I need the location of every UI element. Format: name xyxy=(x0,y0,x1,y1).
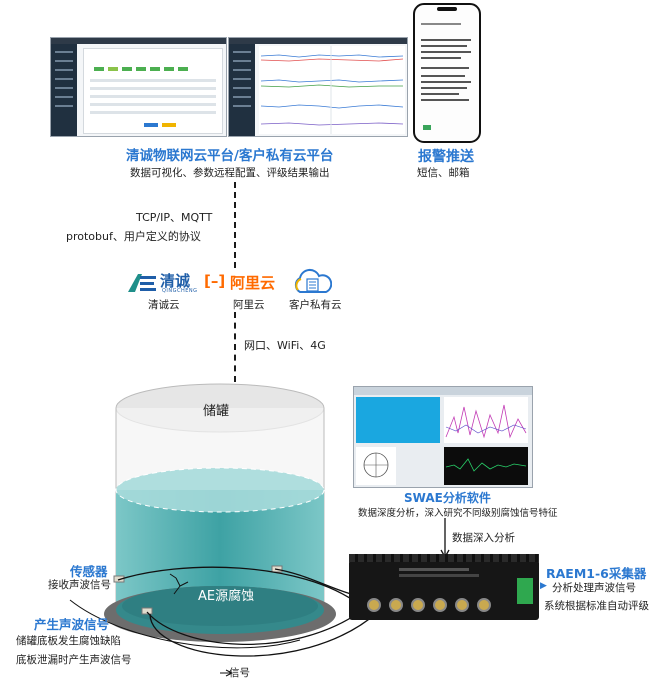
phone-alarm-screenshot xyxy=(413,3,481,143)
acoustic-line-2: 底板泄漏时产生声波信号 xyxy=(16,654,132,666)
network-label: 网口、WiFi、4G xyxy=(244,339,326,352)
raem-collector-device xyxy=(349,554,539,620)
qingcheng-cloud-logo: 清诚 QINGCHENG xyxy=(126,270,206,296)
private-cloud-icon xyxy=(292,268,333,296)
protocol-line-1: TCP/IP、MQTT xyxy=(136,211,213,224)
signal-label: 信号 xyxy=(229,667,250,679)
sensor-subtitle: 接收声波信号 xyxy=(48,579,111,591)
storage-tank xyxy=(104,383,336,642)
cloud-platform-screenshot-1 xyxy=(50,37,227,137)
cloud-platform-screenshot-2 xyxy=(228,37,408,137)
qingcheng-cloud-label: 清诚云 xyxy=(148,299,180,311)
cloud-platform-title: 清诚物联网云平台/客户私有云平台 xyxy=(126,148,334,164)
aliyun-logo: [–] 阿里云 xyxy=(204,272,276,292)
cloud-platform-subtitle: 数据可视化、参数远程配置、评级结果输出 xyxy=(130,167,330,179)
acoustic-line-1: 储罐底板发生腐蚀缺陷 xyxy=(16,635,121,647)
software-subtitle: 数据深度分析，深入研究不同级别腐蚀信号特征 xyxy=(358,508,558,519)
software-title: SWAE分析软件 xyxy=(404,491,491,505)
acoustic-title: 产生声波信号 xyxy=(34,617,110,632)
tank-label: 储罐 xyxy=(203,404,230,419)
device-line-2: 系统根据标准自动评级 xyxy=(544,600,649,612)
data-analysis-link-label: 数据深入分析 xyxy=(452,532,515,544)
corrosion-source-label: AE源腐蚀 xyxy=(198,589,255,604)
qingcheng-logo-sub: QINGCHENG xyxy=(162,288,198,294)
sensor-title: 传感器 xyxy=(70,564,108,579)
private-cloud-label: 客户私有云 xyxy=(289,299,342,311)
device-line-1: 分析处理声波信号 xyxy=(552,582,636,594)
connection-line-middle xyxy=(234,312,236,382)
aliyun-label: 阿里云 xyxy=(233,299,265,311)
qingcheng-logo-text: 清诚 xyxy=(160,272,191,290)
alarm-title: 报警推送 xyxy=(418,149,474,165)
protocol-line-2: protobuf、用户定义的协议 xyxy=(66,230,201,243)
alarm-subtitle: 短信、邮箱 xyxy=(417,167,470,179)
aliyun-logo-text: 阿里云 xyxy=(230,274,276,292)
device-arrow-icon: ▶ xyxy=(540,581,547,591)
swae-software-screenshot xyxy=(353,386,533,488)
connection-line-top xyxy=(234,182,236,268)
device-title: RAEM1-6采集器 xyxy=(546,566,647,581)
